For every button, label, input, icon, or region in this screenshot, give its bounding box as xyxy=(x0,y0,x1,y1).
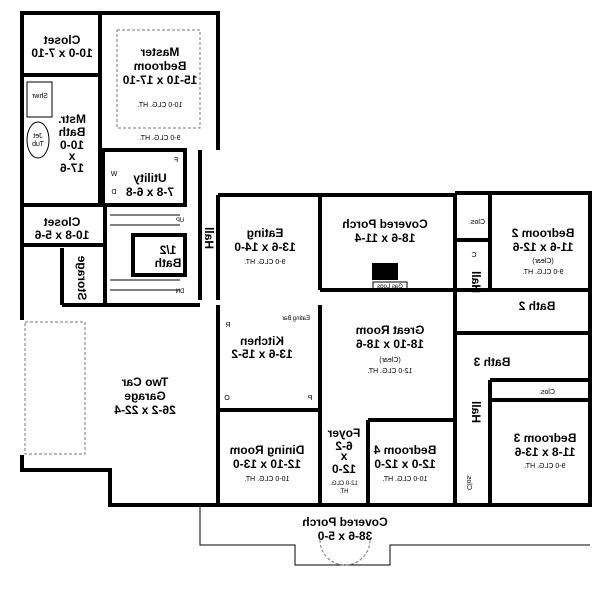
foyer-label: Foyer xyxy=(327,426,360,440)
master-bath-size-2: 17-6 xyxy=(60,161,84,175)
stairs-down-label: DN xyxy=(176,289,185,295)
bedroom-3-size: 11-8 x 13-6 xyxy=(514,445,575,459)
foyer-size-x: x xyxy=(340,449,347,463)
covered-porch-front-label: Covered Porch xyxy=(302,515,387,529)
linen-label: C xyxy=(471,252,476,259)
half-bath-label-2: Bath xyxy=(155,256,182,270)
bath-2-label: Bath 2 xyxy=(518,299,555,313)
great-room-size: 18-10 x 18-6 xyxy=(356,337,424,351)
master-bath-label-2: Bath xyxy=(59,125,86,139)
hall-right-2-label: Hall xyxy=(469,401,483,423)
pantry-label: P xyxy=(307,395,312,402)
foyer-ceiling: 12-0 CLG. xyxy=(330,481,358,487)
garage-size: 26-2 x 22-4 xyxy=(114,403,176,417)
gas-logs-label: Gas Logs xyxy=(377,284,403,290)
storage-label: Storage xyxy=(75,255,89,300)
eating-ceiling: 9-0 CLG. HT. xyxy=(245,259,286,266)
clos-b3-label: Clos. xyxy=(539,389,555,396)
utility-label: Utility xyxy=(133,171,167,185)
closet-master-size: 10-0 x 7-10 xyxy=(31,46,93,60)
eating-size: 13-6 x 14-0 xyxy=(234,240,296,254)
bedroom-4-size: 12-0 x 12-0 xyxy=(374,457,436,471)
master-bedroom-label-2: Bedroom xyxy=(134,59,187,73)
bath-3-label: Bath 3 xyxy=(473,355,510,369)
freezer-label: F xyxy=(174,157,178,164)
covered-porch-front-size: 38-6 x 5-0 xyxy=(317,529,372,543)
kitchen-size: 13-6 x 15-2 xyxy=(231,347,293,361)
master-bedroom-label: Master xyxy=(140,45,179,59)
stairs-up-label: UP xyxy=(176,218,184,224)
shower-label: Shwr xyxy=(31,93,48,100)
great-room-label: Great Room xyxy=(356,323,425,337)
eating-label: Eating xyxy=(247,226,284,240)
master-bath-label: Mstr. xyxy=(58,112,86,126)
great-room-ceiling: 12-0 CLG. HT. xyxy=(368,368,413,375)
great-room-note: (Clear) xyxy=(379,357,400,364)
hall-left-label: Hall xyxy=(202,227,216,249)
closet-2-label: Closet xyxy=(44,215,81,229)
clos-b4-label: Clos. xyxy=(465,474,472,490)
walls xyxy=(20,11,592,507)
half-bath-label: 1/2 xyxy=(159,243,176,257)
master-ceiling: 9-0 CLG. HT. xyxy=(140,135,181,142)
jet-tub-label-2: Tub xyxy=(32,141,44,148)
bedroom-2-label: Bedroom 2 xyxy=(511,226,574,240)
master-bath-size-x: x xyxy=(68,149,75,163)
hall-right-1-label: Hall xyxy=(469,271,483,293)
utility-size: 7-8 x 6-8 xyxy=(126,185,174,199)
garage-label: Two Car xyxy=(121,375,168,389)
eating-bar-label: Eating Bar xyxy=(282,316,310,322)
bedroom-2-ceiling: 9-0 CLG. HT. xyxy=(523,269,564,276)
bedroom-4-label: Bedroom 4 xyxy=(373,443,436,457)
fireplace-icon xyxy=(372,263,398,280)
kitchen-label: Kitchen xyxy=(240,334,284,348)
closet-2-size: 10-8 x 5-6 xyxy=(34,228,89,242)
room-labels: Closet 10-0 x 7-10 Master Bedroom 15-10 … xyxy=(31,33,576,543)
details xyxy=(24,29,590,566)
foyer-size: 6-2 xyxy=(335,439,353,453)
dining-room-label: Dining Room xyxy=(230,443,305,457)
dining-room-size: 12-10 x 13-0 xyxy=(233,457,301,471)
clos-b2-label: Clos. xyxy=(469,219,485,226)
covered-porch-rear-size: 18-6 x 11-4 xyxy=(354,231,415,245)
bedroom-2-note: (Clear) xyxy=(532,258,553,265)
bedroom-4-ceiling: 10-0 CLG. HT. xyxy=(383,476,428,483)
master-bedroom-size: 15-10 x 17-10 xyxy=(122,73,197,87)
dining-room-ceiling: 10-0 CLG. HT. xyxy=(245,476,290,483)
bedroom-2-size: 11-6 x 12-6 xyxy=(512,240,573,254)
oven-label: O xyxy=(224,395,230,402)
foyer-ceiling-2: HT. xyxy=(339,489,348,495)
bedroom-3-ceiling: 9-0 CLG. HT. xyxy=(525,463,566,470)
washer-label: W xyxy=(110,171,117,178)
master-tray-ceiling: 10-0 CLG. HT. xyxy=(138,102,183,109)
covered-porch-rear-label: Covered Porch xyxy=(342,217,427,231)
refrigerator-label: R xyxy=(225,322,230,329)
dryer-label: D xyxy=(111,189,116,196)
foyer-size-2: 12-0 xyxy=(332,462,356,476)
master-bath-size: 10-0 xyxy=(60,138,84,152)
jet-tub-label: Jet xyxy=(33,133,42,140)
bedroom-3-label: Bedroom 3 xyxy=(513,431,576,445)
closet-master-label: Closet xyxy=(44,33,81,47)
garage-label-2: Garage xyxy=(124,389,166,403)
